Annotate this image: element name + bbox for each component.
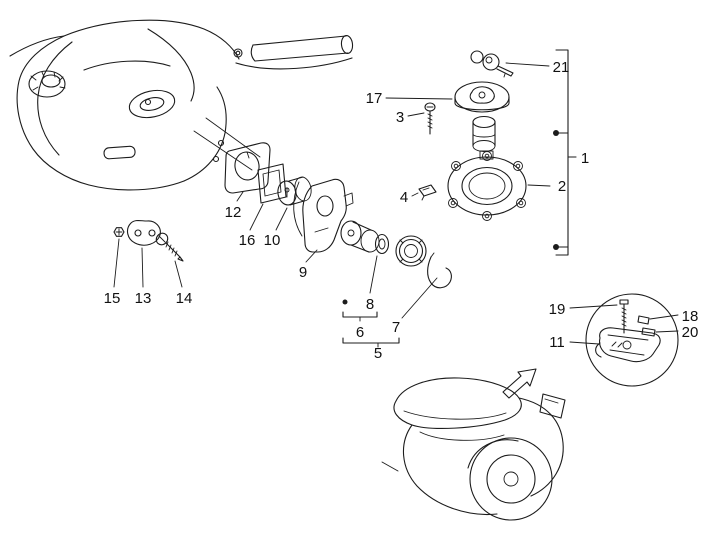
- part-4-clip: [418, 184, 437, 201]
- leader-8: [369, 255, 378, 294]
- callout-2: 2: [558, 178, 566, 195]
- retaining-wire: [293, 181, 303, 237]
- part-9-mounting-bracket: [302, 178, 354, 253]
- part-13-clamp-lever: [126, 219, 161, 246]
- handlebar-lock-parts: [224, 142, 452, 289]
- leader-lines: [113, 62, 679, 345]
- rear-wheel: [469, 437, 553, 521]
- brake-lever: [235, 57, 353, 70]
- group-brackets: [342, 299, 400, 348]
- leader-19: [569, 304, 618, 309]
- leader-16: [249, 203, 264, 231]
- callout-21: 21: [553, 59, 570, 76]
- part-19-screw: [619, 299, 629, 334]
- callout-3: 3: [396, 109, 404, 126]
- cap-lock-barrel: [472, 115, 496, 152]
- leader-20: [655, 330, 679, 333]
- part-11-seat-latch: [595, 327, 661, 363]
- leader-11: [569, 341, 600, 345]
- callout-4: 4: [400, 189, 408, 206]
- steering-knob: [28, 70, 66, 98]
- fuel-cap-parts: [418, 50, 527, 221]
- callout-13: 13: [135, 290, 152, 307]
- callout-11: 11: [549, 334, 565, 351]
- leader-4: [411, 192, 419, 197]
- callout-15: 15: [104, 290, 121, 307]
- kit-bracket: [553, 49, 577, 256]
- leader-14: [174, 260, 183, 288]
- part-2-flange-ring: [447, 150, 527, 221]
- seat-lock-detail: [585, 293, 679, 387]
- fastener-parts: [113, 219, 184, 262]
- leader-9: [305, 249, 318, 263]
- ignition-mount-hole: [128, 89, 176, 119]
- part-3-screw: [424, 102, 436, 135]
- scooter-rear-drawing: [381, 368, 566, 521]
- callout-18: 18: [682, 308, 699, 325]
- part-16-frame: [257, 163, 287, 204]
- part-21-key: [470, 50, 514, 78]
- leader-13: [141, 247, 144, 288]
- callout-17: 17: [366, 90, 383, 107]
- callout-5: 5: [374, 345, 382, 362]
- callout-1: 1: [581, 150, 589, 167]
- callout-14: 14: [176, 290, 193, 307]
- leader-3: [407, 112, 425, 117]
- bracket-5: [342, 337, 400, 344]
- callout-labels: 1 2 3 4 5 6 7 8 9 10 11 12 13 14 15 16 1…: [104, 59, 699, 362]
- detail-circle: [585, 293, 679, 387]
- part-7-wire-clip: [427, 252, 452, 289]
- ring-nut: [395, 235, 427, 267]
- part-12-lock-cover: [224, 142, 271, 194]
- callout-19: 19: [549, 301, 566, 318]
- part-8-switch-cylinder: [340, 220, 380, 253]
- callout-10: 10: [264, 232, 281, 249]
- leader-18: [649, 314, 679, 320]
- callout-12: 12: [225, 204, 242, 221]
- washer: [374, 233, 390, 255]
- handlebar-grip: [252, 35, 347, 46]
- shield-slot: [103, 145, 136, 160]
- part-15-nut: [113, 227, 125, 237]
- callout-20: 20: [682, 324, 699, 341]
- leader-12: [236, 191, 244, 202]
- callout-6: 6: [356, 324, 364, 341]
- callout-8: 8: [366, 296, 374, 313]
- part-14-screw: [155, 232, 184, 262]
- detail-arrow: [502, 368, 537, 399]
- callout-9: 9: [299, 264, 307, 281]
- seat: [393, 377, 522, 429]
- leader-10: [275, 207, 288, 231]
- leader-15: [113, 238, 120, 288]
- leader-21: [505, 62, 550, 67]
- scooter-front-drawing: [9, 19, 354, 191]
- callout-7: 7: [392, 319, 400, 336]
- part-17-fuel-cap: [454, 81, 510, 113]
- leader-7: [401, 277, 438, 319]
- leader-17: [385, 97, 453, 100]
- leader-2: [527, 184, 551, 187]
- callout-16: 16: [239, 232, 256, 249]
- part-18-washer: [637, 315, 650, 325]
